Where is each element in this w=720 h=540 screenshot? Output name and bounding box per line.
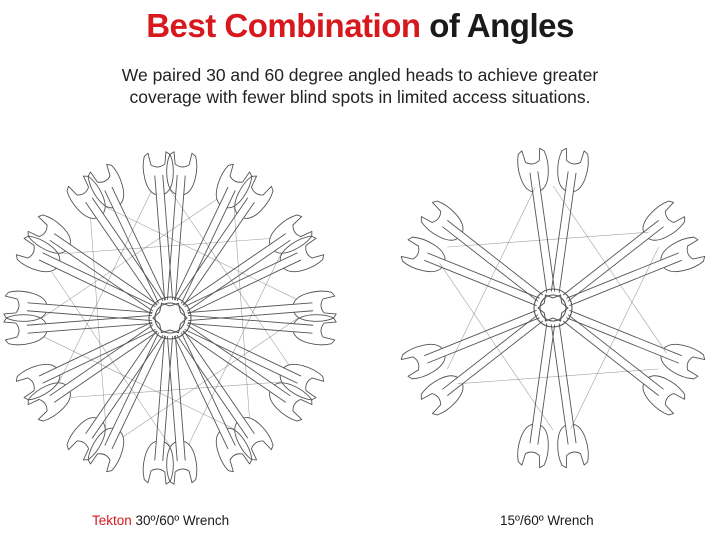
tekton-spoke <box>43 336 235 430</box>
comparison-spoke <box>552 185 667 354</box>
tekton-spoke <box>169 189 290 366</box>
comparison-wrench <box>517 323 556 469</box>
caption-comparison: 15º/60º Wrench <box>500 512 594 530</box>
comparison-spoke <box>570 246 659 429</box>
tekton-hub-star <box>152 302 188 334</box>
title-accent: Best Combination <box>146 7 421 44</box>
tekton-spoke <box>188 253 282 445</box>
comparison-spoke <box>447 231 649 248</box>
comparison-wrench <box>420 200 544 302</box>
competitor-wrench-rosette <box>400 147 706 469</box>
title-rest: of Angles <box>420 7 574 44</box>
subtitle-line-2: coverage with fewer blind spots in limit… <box>129 87 591 107</box>
tekton-wrench <box>87 163 167 304</box>
tekton-wrench <box>27 214 158 312</box>
subtitle: We paired 30 and 60 degree angled heads … <box>60 64 660 108</box>
tekton-spoke <box>233 207 250 419</box>
comparison-wrench <box>400 236 540 307</box>
tekton-spoke <box>58 191 152 383</box>
tekton-spoke <box>69 381 281 398</box>
tekton-wrench <box>142 335 174 485</box>
comparison-spoke <box>447 187 536 370</box>
tekton-spoke <box>105 206 297 300</box>
tekton-wrench <box>184 235 325 315</box>
caption-right-text: 15º/60º Wrench <box>500 513 594 528</box>
comparison-wrench <box>550 147 589 293</box>
tekton-wrench <box>176 175 274 306</box>
tekton-spoke <box>59 238 271 255</box>
tekton-wrench <box>66 330 164 461</box>
tekton-wrench-rosette <box>3 151 337 485</box>
comparison-hub-inner <box>539 294 567 322</box>
tekton-spoke <box>122 317 299 438</box>
tekton-wrench <box>15 321 156 401</box>
page-title: Best Combination of Angles <box>0 6 720 46</box>
tekton-wrench <box>3 290 153 322</box>
comparison-wrench <box>562 314 686 416</box>
subtitle-line-1: We paired 30 and 60 degree angled heads … <box>121 65 599 85</box>
tekton-wrench <box>173 332 253 473</box>
caption-brand: Tekton <box>92 513 132 528</box>
comparison-spoke <box>439 262 554 431</box>
comparison-hub-star <box>537 294 569 322</box>
tekton-hub-outer <box>148 296 192 340</box>
tekton-wrench <box>187 314 337 346</box>
caption-tekton: Tekton 30º/60º Wrench <box>92 512 229 530</box>
comparison-wrench <box>566 236 706 307</box>
tekton-wrench <box>166 151 198 301</box>
tekton-spoke <box>41 198 218 319</box>
comparison-hub-outer <box>533 288 573 328</box>
comparison-wrench <box>566 309 706 380</box>
tekton-wrench <box>182 324 313 422</box>
tekton-spoke <box>90 217 107 429</box>
caption-left-text: 30º/60º Wrench <box>131 513 230 528</box>
tekton-spoke <box>50 270 171 447</box>
comparison-wrench <box>400 309 540 380</box>
comparison-spoke <box>457 368 659 385</box>
tekton-hub-inner <box>154 302 186 334</box>
